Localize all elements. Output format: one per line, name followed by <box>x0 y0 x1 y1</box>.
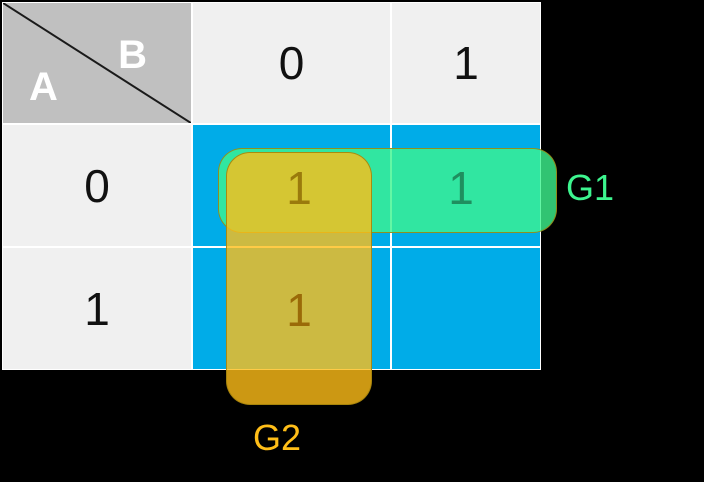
col-variable-label: B <box>118 33 147 77</box>
kmap-value-a1-b0: 1 <box>286 284 312 336</box>
column-header-1: 1 <box>391 2 541 124</box>
kmap-value-a0-b1: 1 <box>448 162 474 214</box>
column-header-0: 0 <box>192 2 391 124</box>
kmap-value-a0-b0: 1 <box>286 162 312 214</box>
group-label-g2: G2 <box>253 417 302 458</box>
row-header-0: 0 <box>2 124 192 247</box>
group-highlight-g2[interactable] <box>226 152 372 405</box>
table-header-row: A B 0 1 <box>2 2 541 124</box>
corner-variable-cell: A B <box>2 2 192 124</box>
kmap-cell-a1-b1[interactable] <box>391 247 541 370</box>
group-label-g1: G1 <box>566 167 615 208</box>
row-variable-label: A <box>29 65 58 109</box>
diagonal-divider-icon <box>3 3 191 123</box>
row-header-1: 1 <box>2 247 192 370</box>
